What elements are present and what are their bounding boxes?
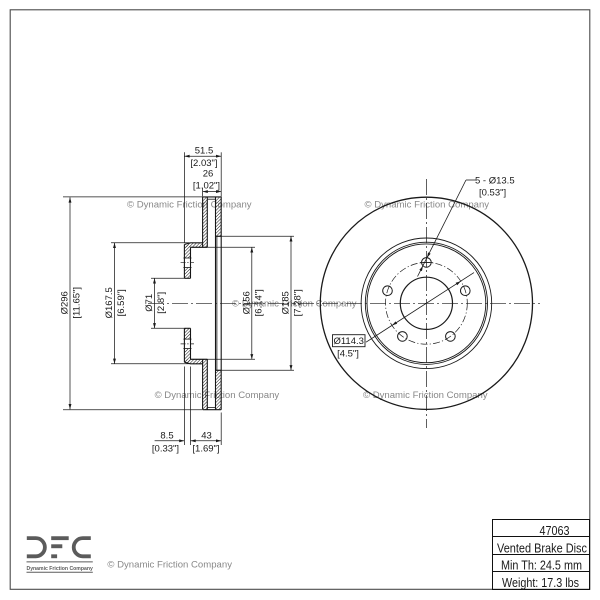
svg-text:Min Th: 24.5 mm: Min Th: 24.5 mm	[501, 558, 582, 573]
svg-text:© Dynamic Friction Company: © Dynamic Friction Company	[365, 199, 490, 209]
svg-text:[2.03"]: [2.03"]	[190, 158, 217, 169]
svg-text:Dynamic Friction Company: Dynamic Friction Company	[27, 566, 94, 572]
svg-text:[1.02"]: [1.02"]	[193, 181, 220, 192]
svg-text:Weight: 17.3 lbs: Weight: 17.3 lbs	[502, 575, 579, 590]
svg-text:8.5: 8.5	[160, 430, 173, 441]
svg-text:5 - Ø13.5: 5 - Ø13.5	[475, 175, 515, 186]
svg-text:[0.33"]: [0.33"]	[152, 443, 179, 454]
svg-text:Ø185[7.28"]: Ø185[7.28"]	[281, 289, 304, 316]
svg-text:© Dynamic Friction Company: © Dynamic Friction Company	[107, 559, 232, 569]
svg-text:[1.69"]: [1.69"]	[192, 443, 219, 454]
svg-text:[0.53"]: [0.53"]	[479, 187, 506, 198]
svg-text:© Dynamic Friction Company: © Dynamic Friction Company	[127, 199, 252, 209]
svg-text:Ø156[6.14"]: Ø156[6.14"]	[241, 289, 264, 316]
svg-text:[4.5"]: [4.5"]	[337, 349, 359, 360]
svg-text:43: 43	[201, 430, 212, 441]
svg-text:Ø114.3: Ø114.3	[333, 336, 363, 347]
svg-text:© Dynamic Friction Company: © Dynamic Friction Company	[363, 390, 488, 400]
svg-text:Ø296[11.65"]: Ø296[11.65"]	[60, 287, 83, 319]
svg-text:Vented Brake Disc: Vented Brake Disc	[497, 541, 588, 556]
svg-text:26: 26	[203, 169, 214, 180]
svg-text:47063: 47063	[540, 523, 570, 538]
svg-text:Ø167.5[6.59"]: Ø167.5[6.59"]	[104, 287, 127, 318]
svg-text:51.5: 51.5	[195, 146, 214, 157]
svg-text:Ø71[2.8"]: Ø71[2.8"]	[144, 292, 167, 314]
